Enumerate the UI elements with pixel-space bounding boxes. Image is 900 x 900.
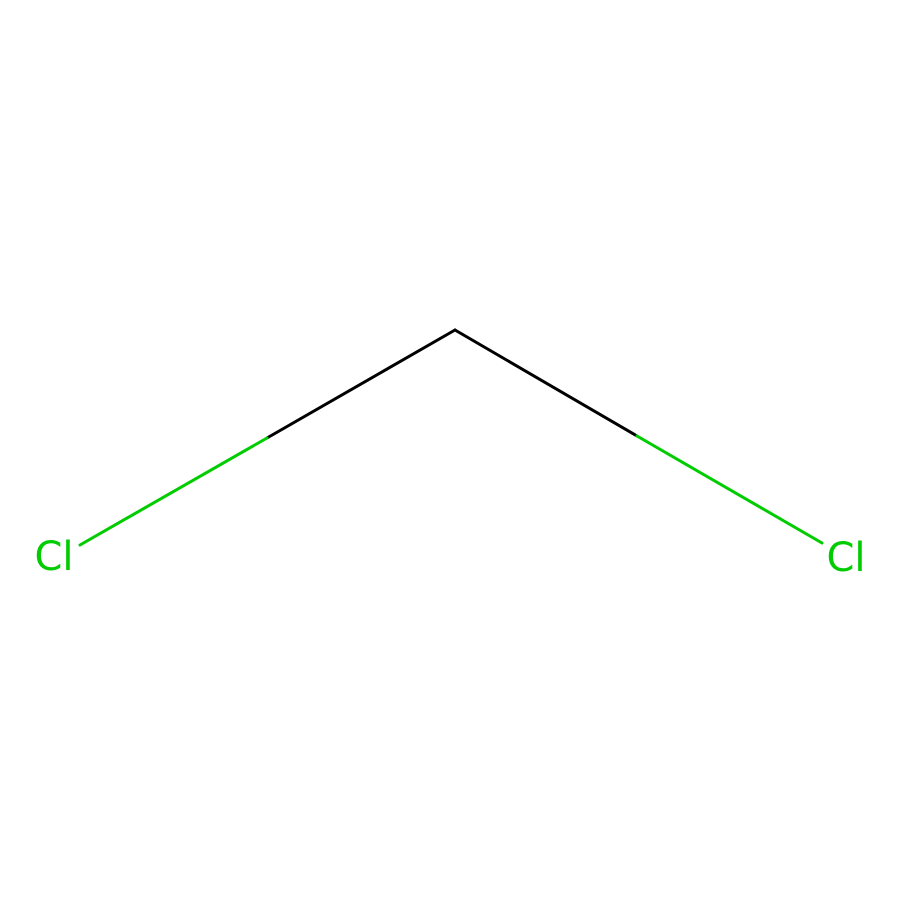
bond-right-carbon-half: [453, 328, 639, 438]
bond-right: [453, 328, 824, 545]
atom-label-cl-left: Cl: [34, 534, 73, 580]
bond-right-chlorine-half: [635, 434, 824, 545]
atom-label-cl-right: Cl: [826, 535, 865, 581]
bond-left-carbon-half: [265, 328, 457, 440]
bond-left-chlorine-half: [78, 436, 269, 547]
bond-left: [78, 328, 457, 547]
